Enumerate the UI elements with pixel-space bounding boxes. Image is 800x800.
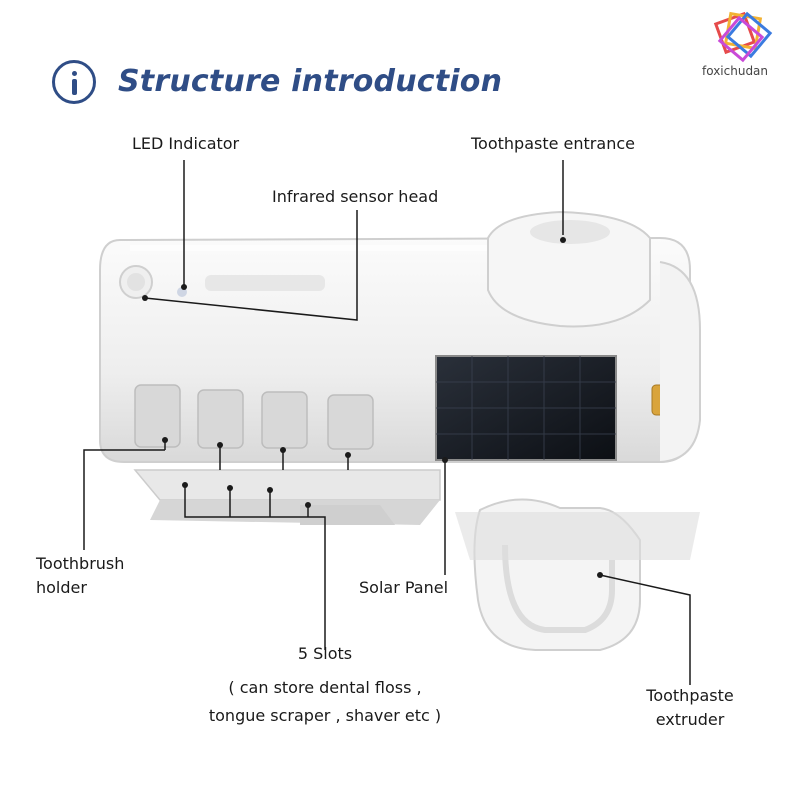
leader-dots — [142, 237, 603, 578]
label-slots-line2: ( can store dental floss , — [228, 678, 422, 697]
label-toothpaste-extruder-line1: Toothpaste — [646, 686, 734, 705]
label-led-indicator: LED Indicator — [132, 134, 240, 153]
label-slots-line3: tongue scraper , shaver etc ) — [208, 706, 442, 725]
label-toothpaste-extruder-line2: extruder — [655, 710, 725, 729]
toothbrush-slots — [134, 384, 374, 450]
label-toothbrush-holder-line2: holder — [36, 578, 87, 597]
label-toothpaste-entrance: Toothpaste entrance — [471, 134, 635, 153]
page-title: Structure introduction — [118, 64, 503, 99]
label-infrared-sensor: Infrared sensor head — [272, 187, 439, 206]
info-icon — [52, 60, 96, 104]
infrared-sensor — [205, 275, 325, 291]
label-toothbrush-holder-line1: Toothbrush — [36, 554, 125, 573]
toothpaste-entrance-funnel — [487, 210, 651, 328]
brand-logo — [713, 11, 773, 63]
label-solar-panel: Solar Panel — [359, 578, 449, 597]
brand-name: foxichudan — [702, 64, 769, 78]
label-slots-line1: 5 Slots — [297, 644, 353, 663]
